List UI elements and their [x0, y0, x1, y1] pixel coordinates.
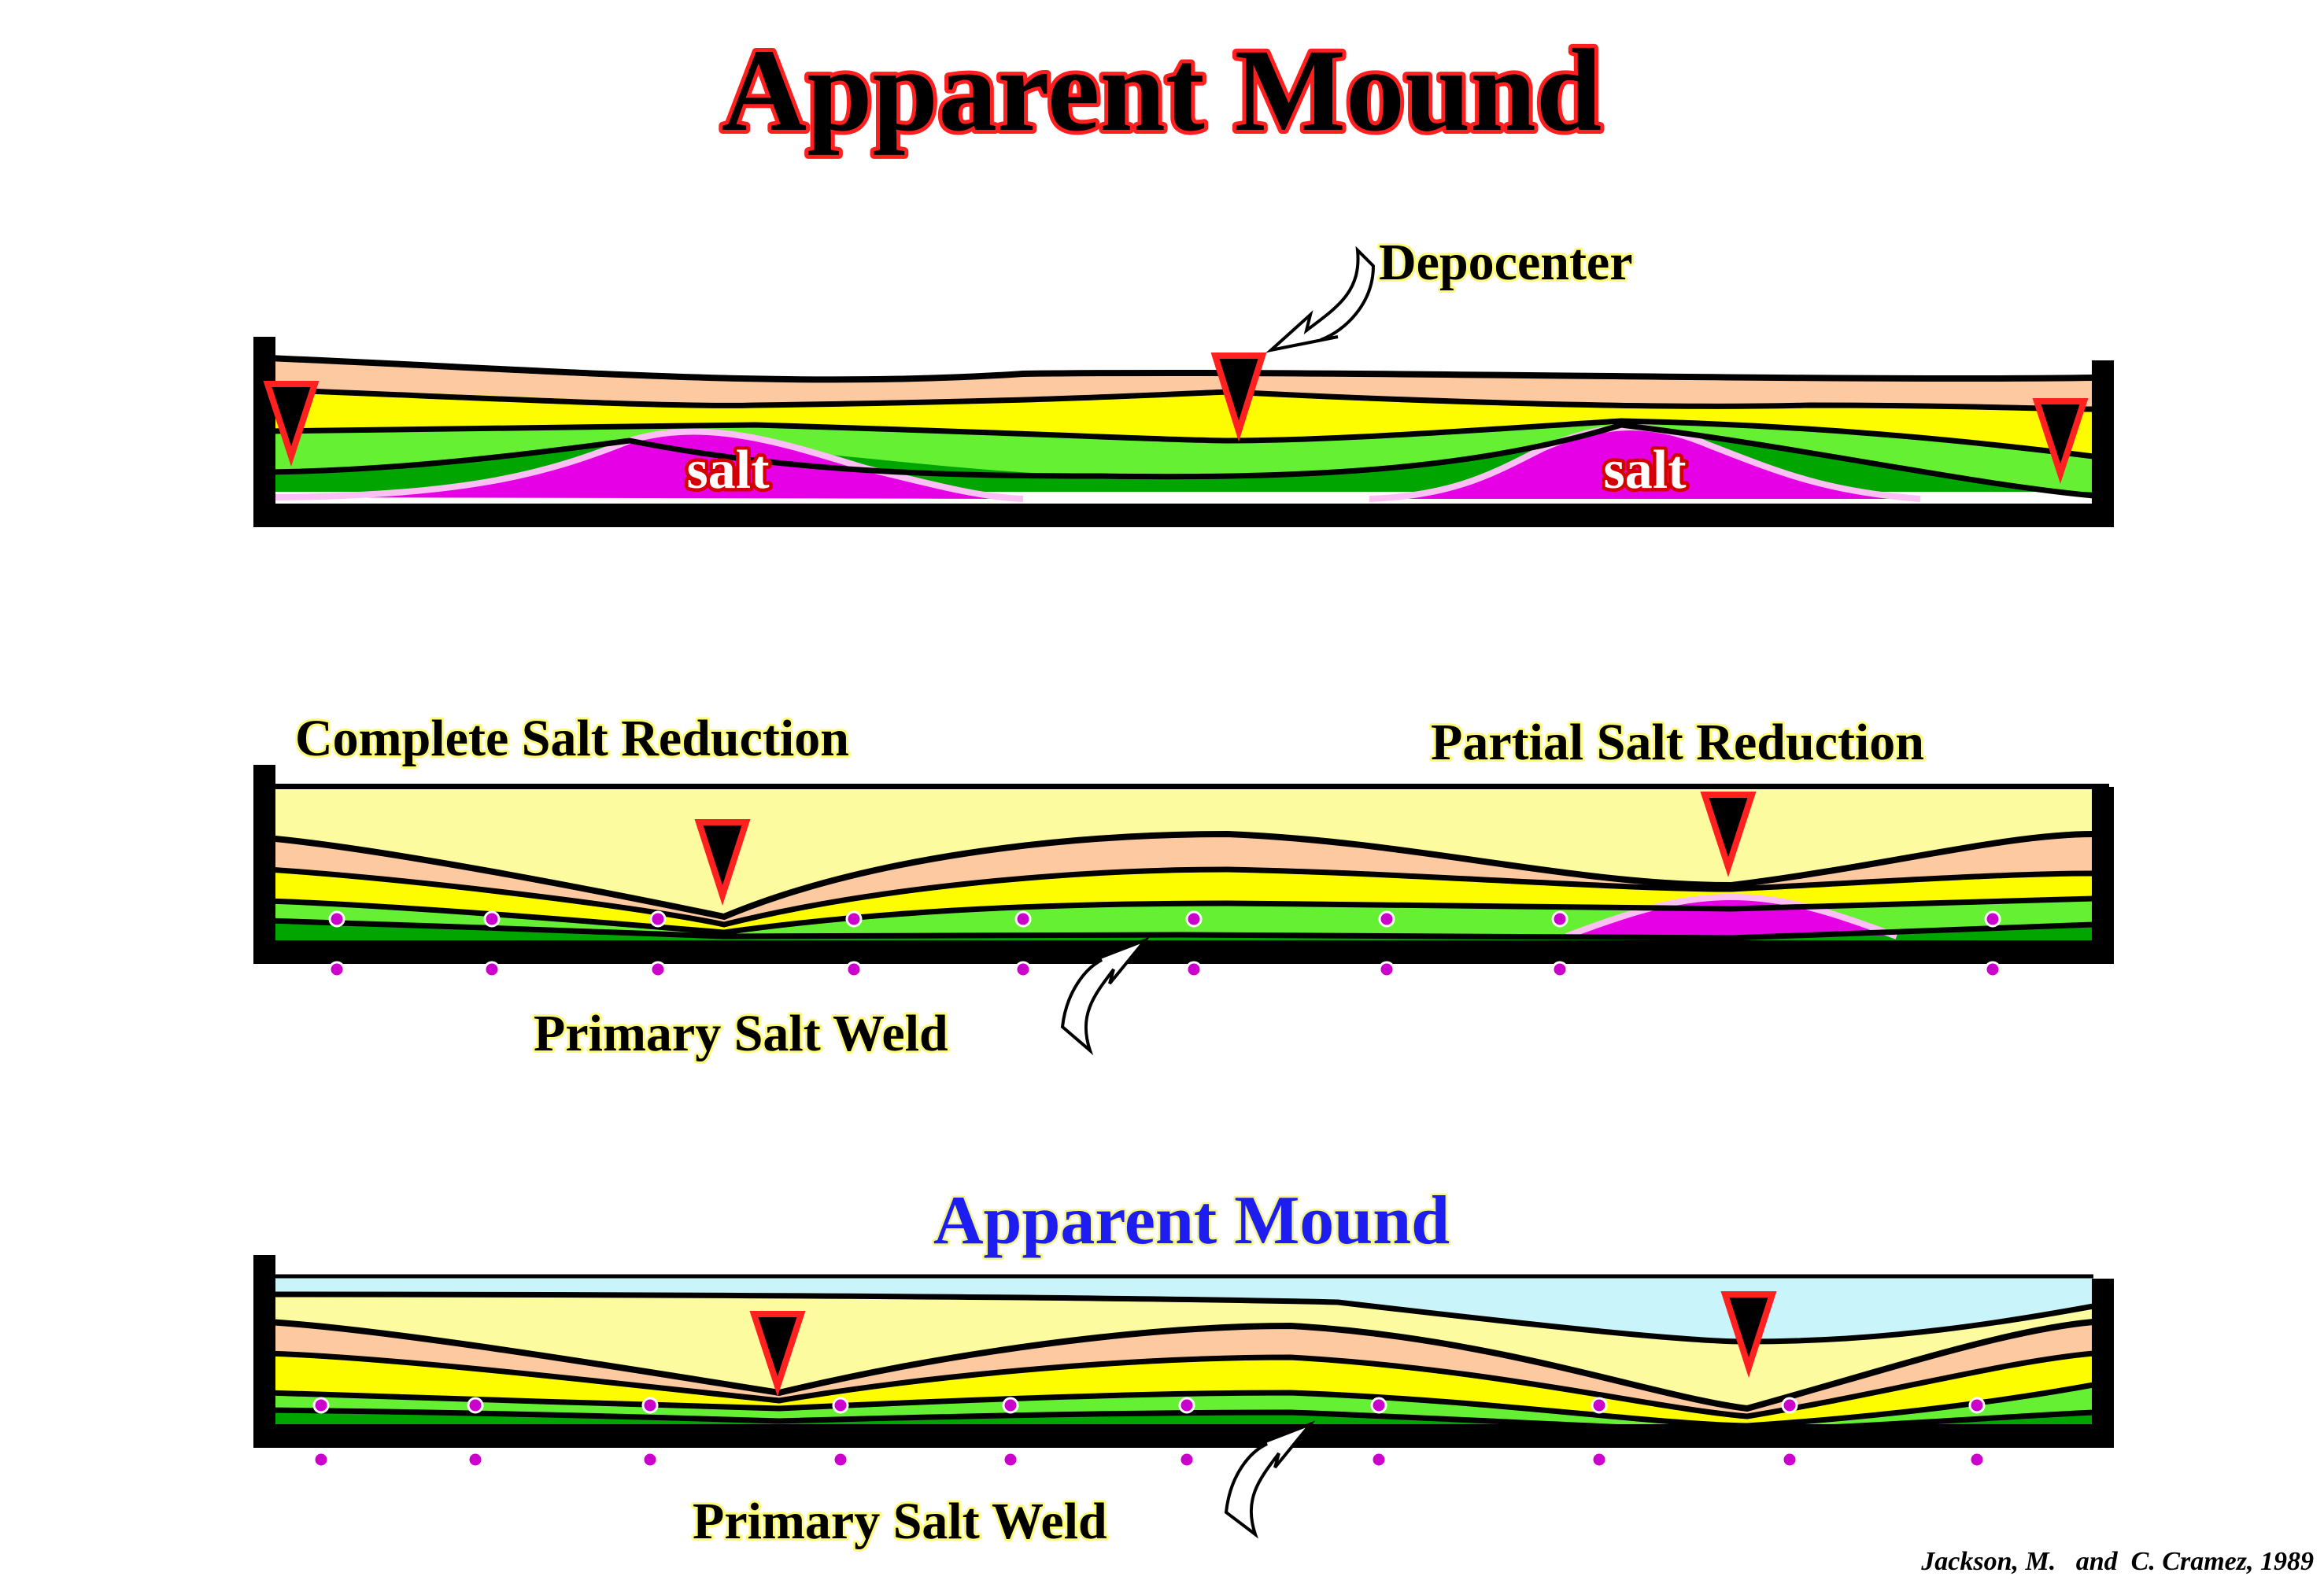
weld-dot: [1185, 910, 1203, 928]
weld-dot: [328, 961, 345, 978]
partial-salt-reduction-label: Partial Salt Reduction: [1431, 714, 1924, 771]
weld-dot: [312, 1397, 330, 1414]
depocenter-arrow: [1265, 245, 1376, 353]
weld-dot: [328, 910, 345, 928]
weld-dot: [1014, 961, 1032, 978]
weld-dot: [1968, 1451, 1986, 1468]
weld-dot: [641, 1397, 659, 1414]
apparent-mound-subtitle: Apparent Mound: [933, 1183, 1450, 1259]
panel-top-line: [268, 784, 2109, 789]
horizon-line: [267, 895, 2094, 936]
basin-floor: [253, 1424, 2112, 1448]
weld-dots-lower: [312, 1451, 1986, 1468]
salt-body-left: [275, 428, 1024, 502]
depocenter-marker: [749, 1311, 806, 1397]
weld-dot: [1781, 1397, 1798, 1414]
horizon-line: [267, 1319, 2094, 1412]
weld-dot: [1178, 1451, 1195, 1468]
horizon-line: [267, 1382, 2094, 1429]
basin-wall-left: [253, 1255, 275, 1448]
horizon-line: [267, 866, 2094, 928]
depocenter-marker: [1700, 792, 1757, 877]
weld-dot: [1014, 910, 1032, 928]
primary-salt-weld-label: Primary Salt Weld: [534, 1005, 948, 1062]
basin-wall-left: [253, 337, 275, 527]
credit-label: Jackson, M. and C. Cramez, 1989: [1920, 1547, 2314, 1576]
horizon-line: [267, 830, 2094, 921]
weld-dot: [1378, 910, 1395, 928]
primary-salt-weld-label: Primary Salt Weld: [693, 1493, 1107, 1550]
complete-salt-reduction-label: Complete Salt Reduction: [295, 710, 849, 767]
salt-label-left: salt: [687, 440, 770, 500]
salt-label-right: salt: [1604, 440, 1687, 500]
basin-wall-left: [253, 765, 275, 964]
weld-dot: [1781, 1451, 1798, 1468]
depocenter-marker: [1720, 1291, 1777, 1379]
weld-dots-lower: [328, 961, 2001, 978]
weld-dot: [1591, 1397, 1608, 1414]
weld-dot: [1002, 1451, 1019, 1468]
panel-2-section: Complete Salt Reduction Partial Salt Red…: [253, 707, 2114, 1065]
sedimentation-marker: [2032, 398, 2089, 484]
weld-dot: [467, 1451, 484, 1468]
weld-dot: [1178, 1397, 1195, 1414]
horizon-line: [267, 418, 2094, 460]
weld-dot: [1551, 961, 1568, 978]
basin-wall-right: [2092, 787, 2114, 964]
salt-remnant: [1565, 893, 1898, 940]
main-title: Apparent Mound: [722, 25, 1602, 156]
weld-dot: [1002, 1397, 1019, 1414]
weld-dot: [1185, 961, 1203, 978]
weld-dot: [1984, 910, 2001, 928]
basin-wall-right: [2092, 360, 2114, 527]
weld-dots-upper: [328, 910, 2001, 928]
panel-1-section: salt salt Depocenter: [253, 231, 2114, 527]
weld-dot: [467, 1397, 484, 1414]
weld-dot: [1984, 961, 2001, 978]
weld-dot: [312, 1451, 330, 1468]
weld-dot: [845, 961, 863, 978]
basin-wall-right: [2092, 1279, 2114, 1448]
weld-dot: [832, 1397, 849, 1414]
horizon-line: [267, 1350, 2094, 1419]
weld-arrow: [1060, 936, 1151, 1056]
depocenter-label: Depocenter: [1379, 234, 1633, 291]
weld-dot: [1378, 961, 1395, 978]
weld-dot: [649, 961, 667, 978]
weld-arrow: [1224, 1420, 1316, 1539]
weld-dot: [649, 910, 667, 928]
weld-dot: [1370, 1397, 1387, 1414]
weld-dot: [1591, 1451, 1608, 1468]
weld-dot: [832, 1451, 849, 1468]
depocenter-marker: [1210, 353, 1267, 442]
basin-floor: [253, 940, 2112, 964]
horizon-line: [267, 355, 2094, 383]
weld-dot: [1370, 1451, 1387, 1468]
weld-dot: [1968, 1397, 1986, 1414]
horizon-line: [267, 1291, 2094, 1345]
sedimentation-marker: [263, 381, 320, 467]
horizon-line: [267, 917, 2094, 941]
weld-dots-upper: [312, 1397, 1986, 1414]
weld-dot: [483, 910, 501, 928]
weld-dot: [1551, 910, 1568, 928]
panel-3-section: Apparent Mound: [253, 1181, 2114, 1552]
weld-dot: [845, 910, 863, 928]
horizon-line: [267, 386, 2094, 412]
weld-dot: [641, 1451, 659, 1468]
horizon-line: [267, 422, 2094, 499]
weld-dot: [483, 961, 501, 978]
basin-floor: [253, 504, 2112, 527]
depocenter-marker: [694, 819, 751, 906]
